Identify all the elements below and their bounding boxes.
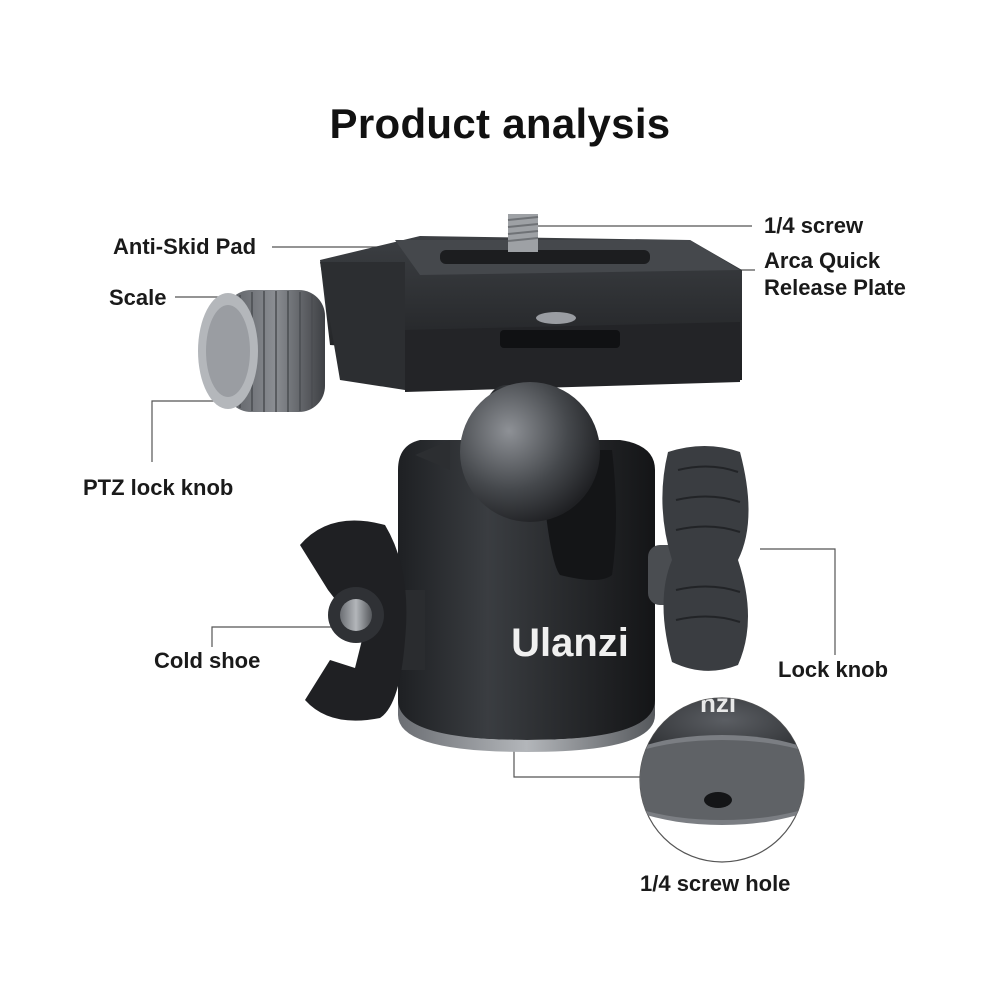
ptz-knob <box>198 290 325 412</box>
label-lock-knob: Lock knob <box>778 657 889 682</box>
label-screw-hole: 1/4 screw hole <box>640 871 791 896</box>
arca-plate <box>320 236 742 392</box>
ball-head-body <box>398 382 655 752</box>
label-anti-skid-pad: Anti-Skid Pad <box>113 234 257 259</box>
label-ptz-lock-knob: PTZ lock knob <box>83 475 234 500</box>
label-arca-line1: Arca Quick <box>764 248 881 273</box>
lock-knob <box>648 446 749 671</box>
label-quarter-screw: 1/4 screw <box>764 213 864 238</box>
quarter-screw <box>507 214 539 252</box>
cold-shoe <box>300 520 425 721</box>
page-title: Product analysis <box>329 100 671 147</box>
label-cold-shoe: Cold shoe <box>154 648 261 673</box>
brand-logo: Ulanzi <box>511 621 629 665</box>
label-arca-line2: Release Plate <box>764 275 906 300</box>
label-scale: Scale <box>109 285 167 310</box>
svg-text:nzi: nzi <box>700 688 736 718</box>
